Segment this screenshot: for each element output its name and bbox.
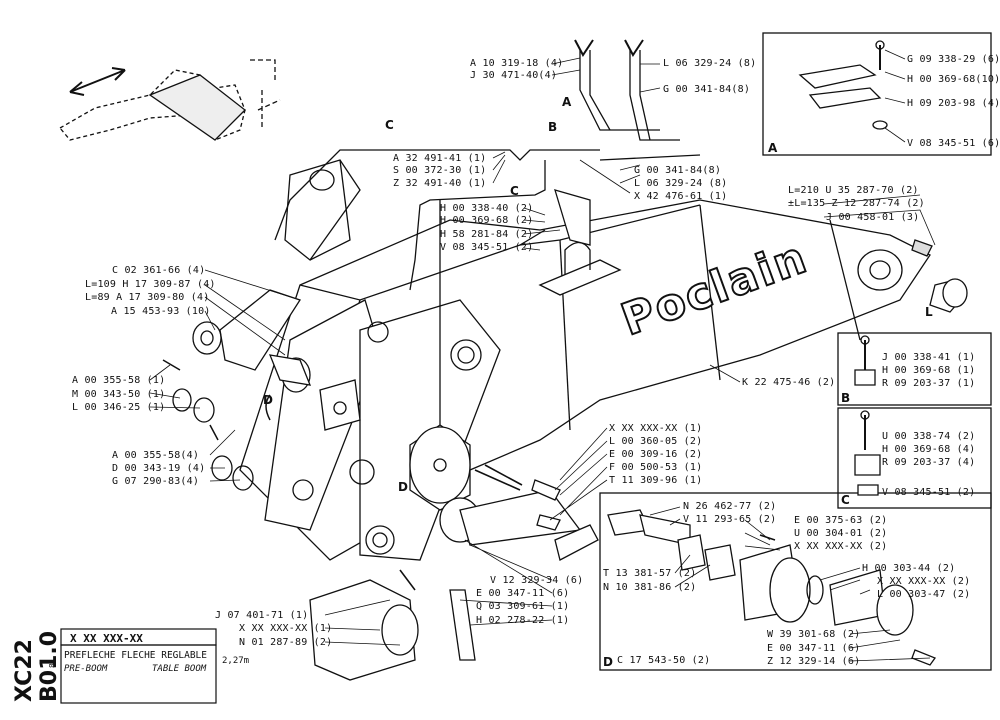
title-french: PREFLECHE FLECHE REGLABLE [64, 650, 207, 661]
part-label: H 00 369-68(10) [907, 74, 1000, 85]
part-label: S 00 372-30 (1) [393, 165, 487, 176]
detail-a-clamps [798, 40, 888, 130]
sheet-number: 8 [48, 662, 58, 669]
part-label: L=109 H 17 309-87 (4) [85, 279, 216, 290]
center-pin-parts [309, 424, 599, 681]
section-letter-d: D [398, 480, 408, 494]
part-label: G 00 341-84(8) [634, 165, 722, 176]
part-label: G 09 338-29 (6) [907, 54, 1000, 65]
section-letter-c: C [510, 184, 519, 198]
left-pin-parts [162, 289, 361, 491]
part-label: H 02 278-22 (1) [476, 615, 570, 626]
detail-box-a [762, 32, 992, 156]
part-label: V 08 345-51 (2) [440, 242, 534, 253]
part-label: E 00 309-16 (2) [609, 449, 703, 460]
title-block-frame [60, 628, 217, 704]
part-label: G 00 341-84(8) [663, 84, 751, 95]
part-label: A 00 355-58 (1) [72, 375, 166, 386]
part-label: X XX XXX-XX (1) [609, 423, 703, 434]
part-label: C 17 543-50 (2) [617, 655, 711, 666]
detail-b-clamp [854, 335, 876, 386]
part-label: M 00 343-50 (1) [72, 389, 166, 400]
box-letter-c: C [841, 493, 850, 507]
part-label: A 10 319-18 (4) [470, 58, 564, 69]
part-label: L 06 329-24 (8) [663, 58, 757, 69]
part-label: N 26 462-77 (2) [683, 501, 777, 512]
part-label: W 39 301-68 (2) [767, 629, 861, 640]
hydraulic-lines [274, 39, 701, 430]
part-label: H 58 281-84 (2) [440, 229, 534, 240]
part-label: L 00 346-25 (1) [72, 402, 166, 413]
part-label: G 07 290-83(4) [112, 476, 200, 487]
part-label: T 13 381-57 (2) [603, 568, 697, 579]
length-marker-l: L [925, 305, 933, 319]
detail-box-b [837, 332, 992, 406]
part-label: R 09 203-37 (4) [882, 457, 976, 468]
part-label: L 00 303-47 (2) [877, 589, 971, 600]
part-label: V 11 293-65 (2) [683, 514, 777, 525]
part-label: L 00 360-05 (2) [609, 436, 703, 447]
part-label: Z 12 329-14 (6) [767, 656, 861, 667]
part-label: T 11 309-96 (1) [609, 475, 703, 486]
section-letter-b: B [548, 120, 558, 134]
part-label: H 00 369-68 (4) [882, 444, 976, 455]
part-label: U 00 304-01 (2) [794, 528, 888, 539]
part-label: ±L=135 Z 12 287-74 (2) [788, 198, 925, 209]
part-label: C 02 361-66 (4) [112, 265, 206, 276]
part-label: A 32 491-41 (1) [393, 153, 487, 164]
part-label: U 00 338-74 (2) [882, 431, 976, 442]
part-label: E 00 347-11 (6) [476, 588, 570, 599]
section-letter-c: C [385, 118, 394, 132]
part-label: X XX XXX-XX (2) [794, 541, 888, 552]
part-label: E 00 347-11 (6) [767, 643, 861, 654]
part-label: H 00 338-40 (2) [440, 203, 534, 214]
part-label: H 00 303-44 (2) [862, 563, 956, 574]
section-letter-d: D [263, 393, 273, 407]
part-label: L=210 U 35 287-70 (2) [788, 185, 919, 196]
part-label: H 00 369-68 (2) [440, 215, 534, 226]
part-label: F 00 500-53 (1) [609, 462, 703, 473]
machine-orientation-sketch [59, 59, 281, 141]
title-dimension: 2,27m [222, 656, 250, 666]
part-label: E 00 375-63 (2) [794, 515, 888, 526]
part-label: A 00 355-58(4) [112, 450, 200, 461]
part-label: R 09 203-37 (1) [882, 378, 976, 389]
title-english-b: TABLE BOOM [152, 664, 207, 674]
section-letter-a: A [562, 95, 572, 109]
part-label: N 01 287-89 (2) [239, 637, 333, 648]
title-block: X XX XXX-XX PREFLECHE FLECHE REGLABLE PR… [62, 630, 249, 706]
part-label: J 00 338-41 (1) [882, 352, 976, 363]
part-label: H 09 203-98 (4) [907, 98, 1000, 109]
box-letter-a: A [768, 141, 778, 155]
part-label: D 00 343-19 (4) [112, 463, 206, 474]
part-label: X 42 476-61 (1) [634, 191, 728, 202]
detail-box-d [599, 492, 992, 671]
box-letter-d: D [603, 655, 613, 669]
detail-d-cylinder-parts [607, 509, 937, 666]
title-part-number: X XX XXX-XX [70, 632, 143, 645]
part-label: Q 03 309-61 (1) [476, 601, 570, 612]
part-label: J 07 401-71 (1) [215, 610, 309, 621]
leader-lines [149, 49, 936, 662]
title-english-a: PRE-BOOM [64, 664, 108, 674]
box-letter-b: B [841, 391, 851, 405]
part-label: V 08 345-51 (2) [882, 487, 976, 498]
part-label: J 30 471-40(4) [470, 70, 558, 81]
part-label: X XX XXX-XX (1) [239, 623, 333, 634]
part-label: L=89 A 17 309-80 (4) [85, 292, 210, 303]
part-label: V 12 329-34 (6) [490, 575, 584, 586]
detail-c-clamp [854, 410, 881, 496]
drawing-reference: XC22 B01.0 [6, 572, 62, 707]
part-label: H 00 369-68 (1) [882, 365, 976, 376]
part-label: N 10 381-86 (2) [603, 582, 697, 593]
part-label: J 00 458-01 (3) [826, 212, 920, 223]
part-label: V 08 345-51 (6) [907, 138, 1000, 149]
part-label: A 15 453-93 (10) [111, 306, 211, 317]
part-label: K 22 475-46 (2) [742, 377, 836, 388]
part-label: Z 32 491-40 (1) [393, 178, 487, 189]
part-label: X XX XXX-XX (2) [877, 576, 971, 587]
detail-box-c [837, 407, 992, 509]
part-label: L 06 329-24 (8) [634, 178, 728, 189]
